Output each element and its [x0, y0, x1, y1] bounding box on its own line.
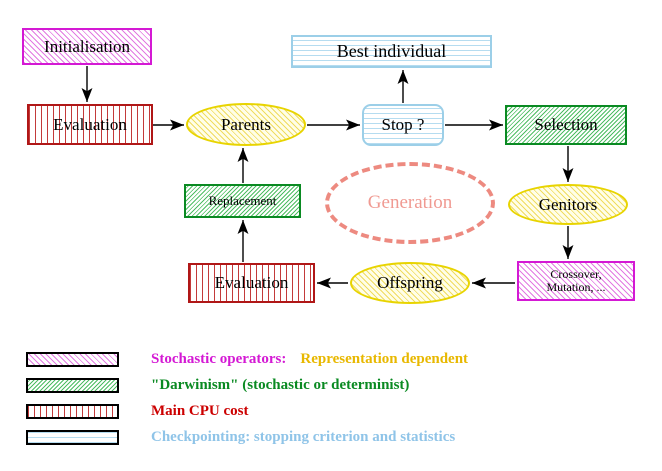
legend-swatch-green	[26, 377, 119, 393]
node-stop[interactable]: Stop ?	[362, 104, 444, 146]
node-replacement[interactable]: Replacement	[184, 184, 301, 218]
legend-label-checkpointing: Checkpointing: stopping criterion and st…	[151, 428, 456, 445]
node-best-individual[interactable]: Best individual	[291, 35, 492, 68]
node-label-genitors: Genitors	[538, 194, 598, 214]
legend-swatch-magenta	[26, 351, 119, 367]
legend-row-darwinism: "Darwinism" (stochastic or determinist)	[26, 372, 409, 398]
legend: Stochastic operators: Representation dep…	[0, 338, 662, 471]
node-label-initialisation: Initialisation	[44, 36, 130, 56]
legend-swatch-red	[26, 403, 119, 419]
node-crossover-mutation[interactable]: Crossover, Mutation, ...	[517, 261, 635, 301]
node-label-evaluation-top: Evaluation	[53, 114, 127, 134]
node-initialisation[interactable]: Initialisation	[22, 28, 152, 65]
node-label-selection: Selection	[534, 115, 598, 135]
legend-label-stochastic: Stochastic operators:	[151, 350, 287, 367]
legend-swatch-blue	[26, 429, 119, 445]
node-label-crossover-mutation: Crossover, Mutation, ...	[546, 267, 606, 294]
generation-label: Generation	[367, 192, 453, 213]
legend-row-checkpointing: Checkpointing: stopping criterion and st…	[26, 424, 455, 450]
node-label-best-individual: Best individual	[336, 41, 447, 62]
legend-row-cpu: Main CPU cost	[26, 398, 249, 424]
node-genitors[interactable]: Genitors	[508, 184, 628, 225]
node-label-stop: Stop ?	[381, 115, 425, 135]
legend-row-stochastic: Stochastic operators: Representation dep…	[26, 346, 468, 372]
node-offspring[interactable]: Offspring	[350, 262, 470, 304]
node-label-parents: Parents	[220, 114, 272, 134]
legend-label-representation: Representation dependent	[300, 350, 469, 367]
node-selection[interactable]: Selection	[505, 105, 627, 145]
node-label-evaluation-bottom: Evaluation	[214, 273, 289, 293]
legend-label-darwinism: "Darwinism" (stochastic or determinist)	[151, 376, 410, 393]
node-evaluation-top[interactable]: Evaluation	[27, 104, 153, 145]
node-label-offspring: Offspring	[377, 273, 443, 293]
generation-ellipse: Generation	[325, 162, 495, 244]
node-evaluation-bottom[interactable]: Evaluation	[188, 263, 315, 303]
legend-label-cpu: Main CPU cost	[151, 402, 249, 419]
node-label-replacement: Replacement	[208, 193, 277, 209]
node-parents[interactable]: Parents	[186, 103, 306, 146]
